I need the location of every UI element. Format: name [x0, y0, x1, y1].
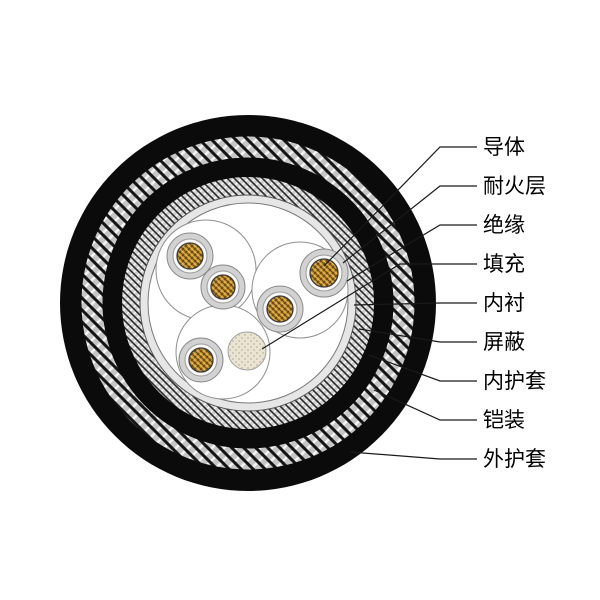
conductor-unit	[256, 285, 304, 333]
label-inner-sheath: 内护套	[483, 369, 546, 393]
leader-line-armor	[373, 389, 477, 421]
leader-line-inner-lining	[353, 302, 477, 306]
leader-line-fire-resistant-layer	[342, 185, 477, 264]
label-outer-sheath: 外护套	[483, 447, 546, 471]
conductor-core	[210, 274, 236, 300]
leader-line-shield	[358, 328, 477, 343]
label-filler: 填充	[483, 252, 525, 276]
label-shield: 屏蔽	[483, 330, 525, 354]
conductor-core	[309, 258, 339, 288]
leader-line-conductor	[323, 146, 477, 267]
label-insulation: 绝缘	[483, 213, 525, 237]
leader-line-filler	[261, 263, 477, 350]
conductor-unit	[178, 337, 224, 383]
label-fire-resistant-layer: 耐火层	[483, 174, 546, 198]
leader-line-insulation	[346, 224, 477, 282]
conductor-unit	[166, 232, 214, 280]
label-inner-lining: 内衬	[483, 291, 525, 315]
filler-rod	[227, 331, 267, 371]
conductor-core	[176, 242, 204, 270]
conductor-unit	[200, 264, 246, 310]
conductor-core	[188, 347, 214, 373]
conductor-unit	[299, 248, 349, 298]
leader-line-inner-sheath	[368, 354, 477, 382]
leader-line-outer-sheath	[349, 451, 477, 460]
armor-layer	[81, 136, 415, 470]
shield-layer	[122, 177, 374, 429]
label-conductor: 导体	[483, 135, 525, 159]
label-armor: 铠装	[483, 408, 525, 432]
conductor-core	[266, 295, 294, 323]
